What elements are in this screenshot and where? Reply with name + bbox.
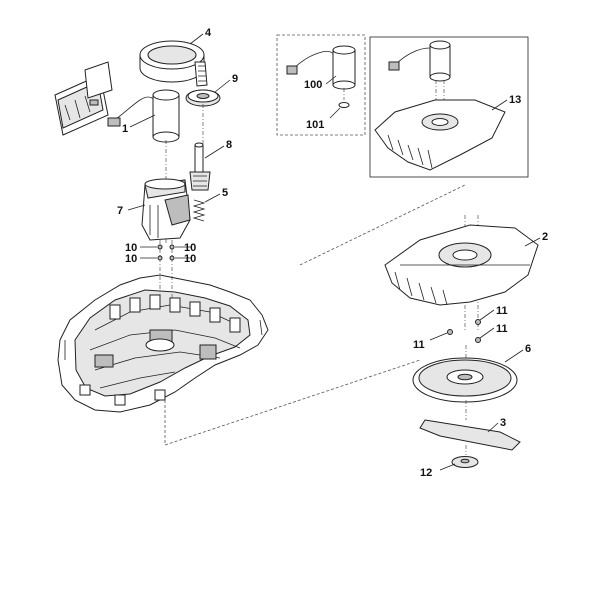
chassis-housing xyxy=(57,274,269,413)
callout-8: 8 xyxy=(226,139,232,151)
collar-4 xyxy=(139,40,208,87)
callout-10d: 10 xyxy=(184,253,196,265)
gear-ring-9 xyxy=(185,89,221,150)
motor-1 xyxy=(107,89,180,245)
callout-7: 7 xyxy=(117,205,123,217)
dashed-connection-lines xyxy=(164,184,466,446)
motor-housing-7 xyxy=(141,178,191,241)
callout-9: 9 xyxy=(232,73,238,85)
callout-5: 5 xyxy=(222,187,228,199)
hub-12 xyxy=(451,456,479,468)
screws-10 xyxy=(157,240,175,300)
callout-10b: 10 xyxy=(125,253,137,265)
callout-100: 100 xyxy=(304,79,322,91)
screws-11 xyxy=(447,319,481,343)
kit-box-100-101 xyxy=(276,34,366,136)
callout-labels: 1 2 3 4 5 6 7 8 9 10 10 10 10 11 11 11 1… xyxy=(117,27,548,479)
kit-box-13 xyxy=(369,36,529,178)
callout-13: 13 xyxy=(509,94,521,106)
callout-2: 2 xyxy=(542,231,548,243)
callout-12: 12 xyxy=(420,467,432,479)
callout-1: 1 xyxy=(122,123,128,135)
callout-3: 3 xyxy=(500,417,506,429)
blade-disc-6 xyxy=(412,345,518,420)
blade-guard-2 xyxy=(384,215,539,330)
callout-11c: 11 xyxy=(413,339,425,351)
callout-11b: 11 xyxy=(496,323,508,335)
callout-6: 6 xyxy=(525,343,531,355)
shaft-8 xyxy=(189,142,211,191)
callout-10c: 10 xyxy=(184,242,196,254)
cutting-blade-3 xyxy=(419,419,521,455)
connector-board xyxy=(54,61,113,136)
callout-4: 4 xyxy=(205,27,212,39)
callout-101: 101 xyxy=(306,119,324,131)
callout-10a: 10 xyxy=(125,242,137,254)
leader-lines xyxy=(127,33,541,471)
spring-5 xyxy=(192,199,206,222)
callout-11a: 11 xyxy=(496,305,508,317)
